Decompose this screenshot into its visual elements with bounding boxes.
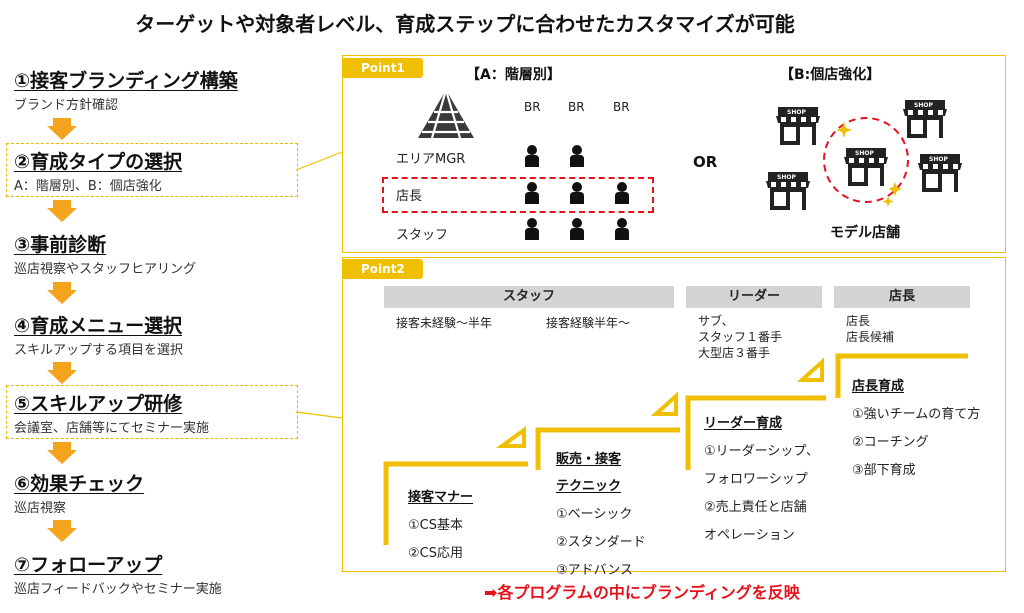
point1-b-title: 【B:個店強化】 [780,67,881,83]
step-desc: 会議室、店舗等にてセミナー実施 [14,421,210,436]
model-store-label: モデル店舗 [830,225,900,241]
shop-sign: SHOP [777,174,796,181]
menu-item: ①CS基本 [408,518,463,533]
step-7: ⑦フォローアップ 巡店フィードバックやセミナー実施 [14,550,222,597]
menu-item: ②売上責任と店舗 [704,500,807,515]
step-6: ⑥効果チェック 巡店視察 [14,469,144,516]
menu-title: 接客マナー [408,490,474,505]
step-3: ③事前診断 巡店視察やスタッフヒアリング [14,230,196,277]
bar-leader: リーダー [686,286,822,308]
staff-sub-1: 接客未経験～半年 [396,316,493,330]
leader-sub-line: スタッフ１番手 [698,330,783,344]
arrow-1 [47,118,77,140]
point2-panel [342,257,1006,572]
bar-staff: スタッフ [384,286,674,308]
step-desc: 巡店視察 [14,501,67,516]
shop-sign: SHOP [787,109,806,116]
step-2: ②育成タイプの選択 A：階層別、B：個店強化 [14,147,182,194]
leader-sub-line: 大型店３番手 [698,346,771,360]
shop-cluster: SHOP SHOP SHOP SHOP SHOP [766,100,962,210]
manager-sub-line: 店長 [846,314,871,328]
menu-item: オペレーション [704,528,795,543]
menu-item: フォロワーシップ [704,472,808,487]
shop-sign: SHOP [855,150,874,157]
level-manager: 店長 [396,189,423,204]
menu-item: ②コーチング [852,435,929,450]
menu-item: ③部下育成 [852,463,916,478]
level-staff: スタッフ [396,228,449,243]
arrow-2 [47,200,77,222]
menu-manager-training: 店長育成 ①強いチームの育て方 ②コーチング ③部下育成 [852,375,980,478]
menu-item: ③アドバンス [556,563,634,578]
step-title: ②育成タイプの選択 [14,151,183,173]
level-area-mgr: エリアMGR [396,152,466,167]
arrow-5 [47,442,77,464]
manager-row-highlight [382,177,654,213]
step-desc: 巡店視察やスタッフヒアリング [14,262,197,277]
leader-sub-line: サブ、 [698,314,734,328]
step-1: ①接客ブランディング構築 ブランド方針確認 [14,66,238,113]
menu-customer-manners: 接客マナー ①CS基本 ②CS応用 [408,486,473,561]
arrow-3 [47,282,77,304]
step-title: ⑥効果チェック [14,473,145,495]
step-title: ④育成メニュー選択 [14,315,183,337]
menu-item: ①リーダーシップ、 [704,444,820,459]
menu-title: リーダー育成 [704,416,783,431]
point2-tag: Point2 [343,259,423,279]
point1-a-title: 【A：階層別】 [466,67,561,83]
menu-item: ②スタンダード [556,535,646,550]
point1-panel [342,55,1006,253]
menu-item: ②CS応用 [408,546,463,561]
shop-sign: SHOP [914,102,933,109]
pyramid-icon [418,89,474,139]
br-label-3: BR [613,100,630,114]
step-desc: 巡店フィードバックやセミナー実施 [14,582,222,597]
step-desc: A：階層別、B：個店強化 [14,179,162,194]
point1-tag: Point1 [343,58,423,78]
menu-title: テクニック [556,479,622,494]
staff-sub-2: 接客経験半年～ [546,316,631,330]
or-label: OR [693,153,718,171]
manager-sub-line: 店長候補 [846,330,895,344]
arrow-4 [47,362,77,384]
step-5: ⑤スキルアップ研修 会議室、店舗等にてセミナー実施 [14,389,209,436]
br-label-1: BR [524,100,541,114]
bar-manager: 店長 [834,286,970,308]
br-label-2: BR [568,100,585,114]
step-4: ④育成メニュー選択 スキルアップする項目を選択 [14,311,183,358]
arrow-6 [47,520,77,542]
step-title: ⑤スキルアップ研修 [14,393,183,415]
manager-sub: 店長 店長候補 [846,313,894,345]
step-desc: スキルアップする項目を選択 [14,343,184,358]
menu-title: 販売・接客 [556,452,622,467]
step-title: ③事前診断 [14,234,107,256]
step-title: ⑦フォローアップ [14,554,163,576]
menu-item: ①強いチームの育て方 [852,407,981,422]
headline: ターゲットや対象者レベル、育成ステップに合わせたカスタマイズが可能 [135,12,795,36]
menu-title: 店長育成 [852,379,905,394]
step-desc: ブランド方針確認 [14,98,119,113]
leader-sub: サブ、 スタッフ１番手 大型店３番手 [698,313,782,361]
footer-note: ➡各プログラムの中にブランディングを反映 [484,583,800,602]
shop-sign: SHOP [929,156,948,163]
menu-leader-training: リーダー育成 ①リーダーシップ、 フォロワーシップ ②売上責任と店舗 オペレーシ… [704,412,819,543]
step-title: ①接客ブランディング構築 [14,70,238,92]
menu-sales-technique: 販売・接客 テクニック ①ベーシック ②スタンダード ③アドバンス [556,448,646,578]
menu-item: ①ベーシック [556,507,633,522]
